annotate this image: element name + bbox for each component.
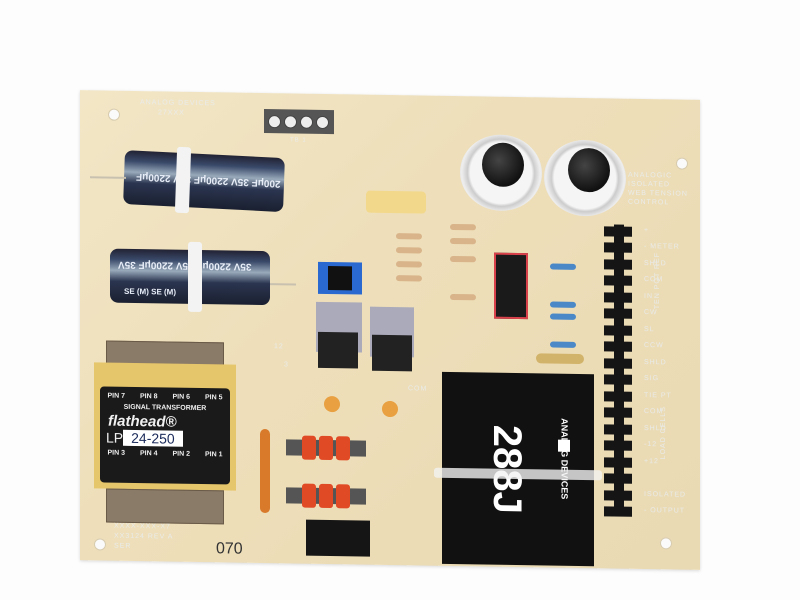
terminal-block-label: TB 1 [290,137,307,144]
tantalum-capacitor [324,395,340,413]
transformer-brand: flathead® [108,412,177,431]
cable-tie [434,467,602,481]
screw-icon [284,115,297,129]
resistor [396,247,422,254]
circuit-board: ANALOG DEVICES 27XXX TB 1 200μF 35V 2200… [80,90,700,570]
resistor [396,233,422,240]
mounting-hole [660,537,672,550]
board-title: ANALOGIC ISOLATED WEB TENSION CONTROL [628,171,688,207]
disc-capacitor [260,428,270,514]
knob-icon[interactable] [482,142,524,188]
knob-icon[interactable] [568,147,610,193]
inductor-1 [286,435,366,461]
resistor [550,341,576,348]
tantalum-capacitor [382,400,398,418]
mounting-hole [108,108,120,121]
screw-icon [268,115,281,129]
resistor [450,237,476,245]
cable-tie [188,241,202,313]
voltage-regulator-2 [372,334,412,372]
analog-devices-logo-icon [558,439,570,452]
silkscreen-code: 27XXX [158,109,185,117]
resistor [396,275,422,282]
electrolytic-capacitor-1: 200μF 35V 2200μF 35V 2200μF [123,146,285,214]
mounting-hole [94,538,106,551]
inductor-2 [286,483,366,509]
transformer-label: PIN 7 PIN 8 PIN 6 PIN 5 SIGNAL TRANSFORM… [100,386,230,485]
integrated-circuit [494,252,528,320]
dip-socket [318,261,362,295]
screw-icon [300,115,313,129]
resistor [550,301,576,308]
resistor [450,223,476,231]
ceramic-capacitor [536,353,584,365]
potentiometer-dial-1[interactable] [460,134,542,212]
resistor [450,293,476,301]
electrolytic-capacitor-2: 35V 2200μF 35V 2200μF 35V SE (M) SE (M) [110,241,270,313]
resistor [396,261,422,268]
mounting-hole [676,157,688,170]
resistor [550,313,576,320]
silkscreen-title: ANALOG DEVICES [140,99,216,108]
cable-tie [174,146,192,214]
transformer-core-bottom [106,488,224,525]
analog-devices-module: 288J ANALOG DEVICES [434,371,602,567]
potentiometer-dial-2[interactable] [544,139,626,217]
resistor [450,255,476,263]
serial-number: 070 [216,540,243,558]
jumper-header [306,519,370,557]
module-brand: ANALOG DEVICES [559,418,570,500]
voltage-regulator-1 [318,331,358,369]
group-label-load-cells: LOAD CELLS [660,406,667,460]
transformer-part-number: 24-250 [123,429,183,447]
film-capacitor [366,190,426,214]
screw-icon [316,115,329,130]
terminal-block [264,109,334,135]
group-label-ten-pot: TEN POT REF [654,251,661,310]
resistor [550,263,576,270]
